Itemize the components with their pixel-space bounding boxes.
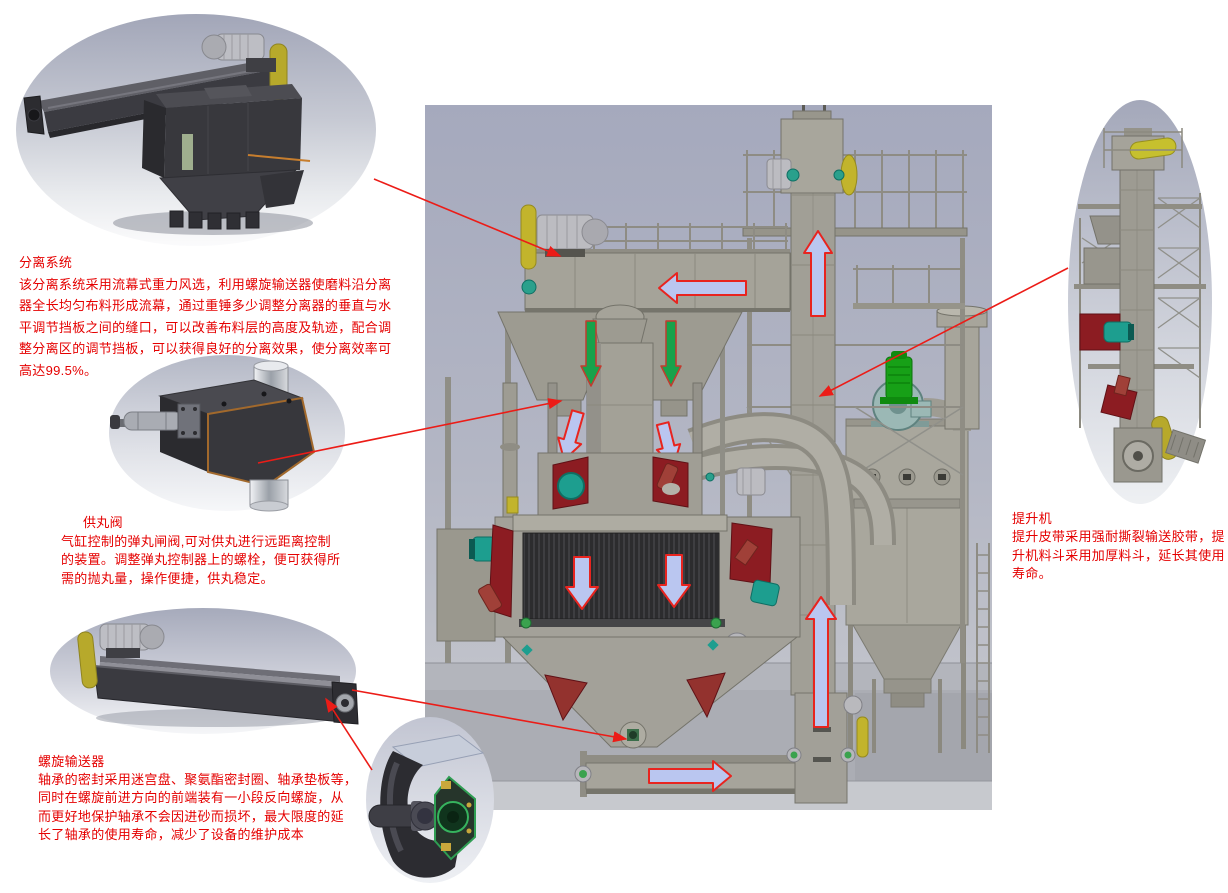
blast-wheel-right [729,522,780,607]
shot-valve-note: 供丸阀 气缸控制的弹丸闸阀,可对供丸进行远距离控制 的装置。调整弹丸控制器上的螺… [61,514,340,588]
lower-blast-wheel [1100,374,1138,421]
separator-drive-motor [201,33,276,72]
screw-conveyor-note-line: 而更好地保护轴承不会因进砂而损坏，最大限度的延 [38,808,344,824]
head-drive-yellow [1129,137,1177,160]
screw-belt-guard-yellow [77,631,98,689]
elevator-note-line: 寿命。 [1012,565,1052,581]
separation-note-line: 整分离区的调节挡板，可以获得良好的分离效果，使分离效率可 [19,341,392,356]
blast-air-ducts [683,412,896,606]
elevator-head [766,105,858,196]
shot-valve-note-line: 的装置。调整弹丸控制器上的螺栓，便可获得所 [61,552,341,567]
elevator-note-line: 提升皮带采用强耐撕裂输送胶带，提 [1012,529,1225,545]
shaft [368,801,440,831]
elevator-photo [1068,100,1212,504]
flow-arrow-left-separator [658,272,747,304]
shot-valve-note-line: 气缸控制的弹丸闸阀,可对供丸进行远距离控制 [61,533,331,549]
flow-arrow-slant-left [557,409,585,462]
pneumatic-cylinder [110,403,201,439]
separation-note-line: 该分离系统采用流幕式重力风选，利用螺旋输送器使磨料沿分离 [19,276,392,292]
shot-valve-right [660,399,688,417]
elevator-note-title: 提升机 [1012,511,1052,526]
separator-body [142,84,311,221]
screw-conveyor-note: 螺旋输送器 轴承的密封采用迷宫盘、聚氨酯密封圈、轴承垫板等， 同时在螺旋前进方向… [38,753,357,844]
bearing-closeup-photo [366,717,494,883]
shot-valve-note-line: 需的抛丸量，操作便捷，供丸稳定。 [61,570,274,586]
screw-conveyor-note-line: 轴承的密封采用迷宫盘、聚氨酯密封圈、轴承垫板等， [38,772,358,788]
shot-valve-note-title: 供丸阀 [83,515,123,530]
elevator-note: 提升机 提升皮带采用强耐撕裂输送胶带，提 升机料斗采用加厚料斗，延长其使用 寿命… [1012,510,1225,583]
separation-note-line: 高达99.5%。 [19,362,98,378]
rubber-curtain [522,532,720,620]
screw-conveyor-note-line: 长了轴承的使用寿命，减少了设备的维护成本 [38,826,305,842]
elevator-blast-wheel [1079,313,1134,351]
lower-hopper [501,636,799,749]
screw-trough [93,656,343,723]
screw-drive-motor [99,623,165,658]
gravity-flow-arrows-green [580,320,682,387]
machine-diagram [425,105,992,810]
magnet-row [169,210,260,230]
shot-stream-arrows [565,554,691,610]
blast-wheel-left [469,524,514,618]
separator-photo [16,14,376,246]
elevator-boot [786,692,869,804]
valve-outlet-pipe [249,479,289,512]
end-bearing [331,681,359,725]
bearing-flange [434,775,476,861]
separation-note-line: 平调节挡板之间的缝口，可以改善布料层的高度及轨迹，配合调 [19,319,392,335]
access-ladder [976,543,990,753]
bottom-screw-conveyor [574,751,797,797]
boot-belt-guard-yellow [856,716,869,758]
blast-chamber [436,496,801,658]
elevator-note-line: 升机料斗采用加厚料斗，延长其使用 [1012,547,1225,563]
screw-conveyor-note-title: 螺旋输送器 [38,754,105,769]
screw-conveyor-note-line: 同时在螺旋前进方向的前端装有一小段反向螺旋，从 [38,790,344,806]
separator-belt-guard-yellow [520,204,537,270]
separation-note: 分离系统 该分离系统采用流幕式重力风选，利用螺旋输送器使磨料沿分离 器全长均匀布… [19,252,391,381]
dust-collector [845,418,969,753]
screw-conveyor-photo [50,608,359,734]
flow-arrow-up-elevator [805,596,837,728]
separation-note-line: 器全长均匀布料形成流幕，通过重锤多少调整分离器的垂直与水 [19,298,392,313]
flow-arrow-right-conveyor [648,760,732,792]
separation-note-title: 分离系统 [19,255,73,270]
